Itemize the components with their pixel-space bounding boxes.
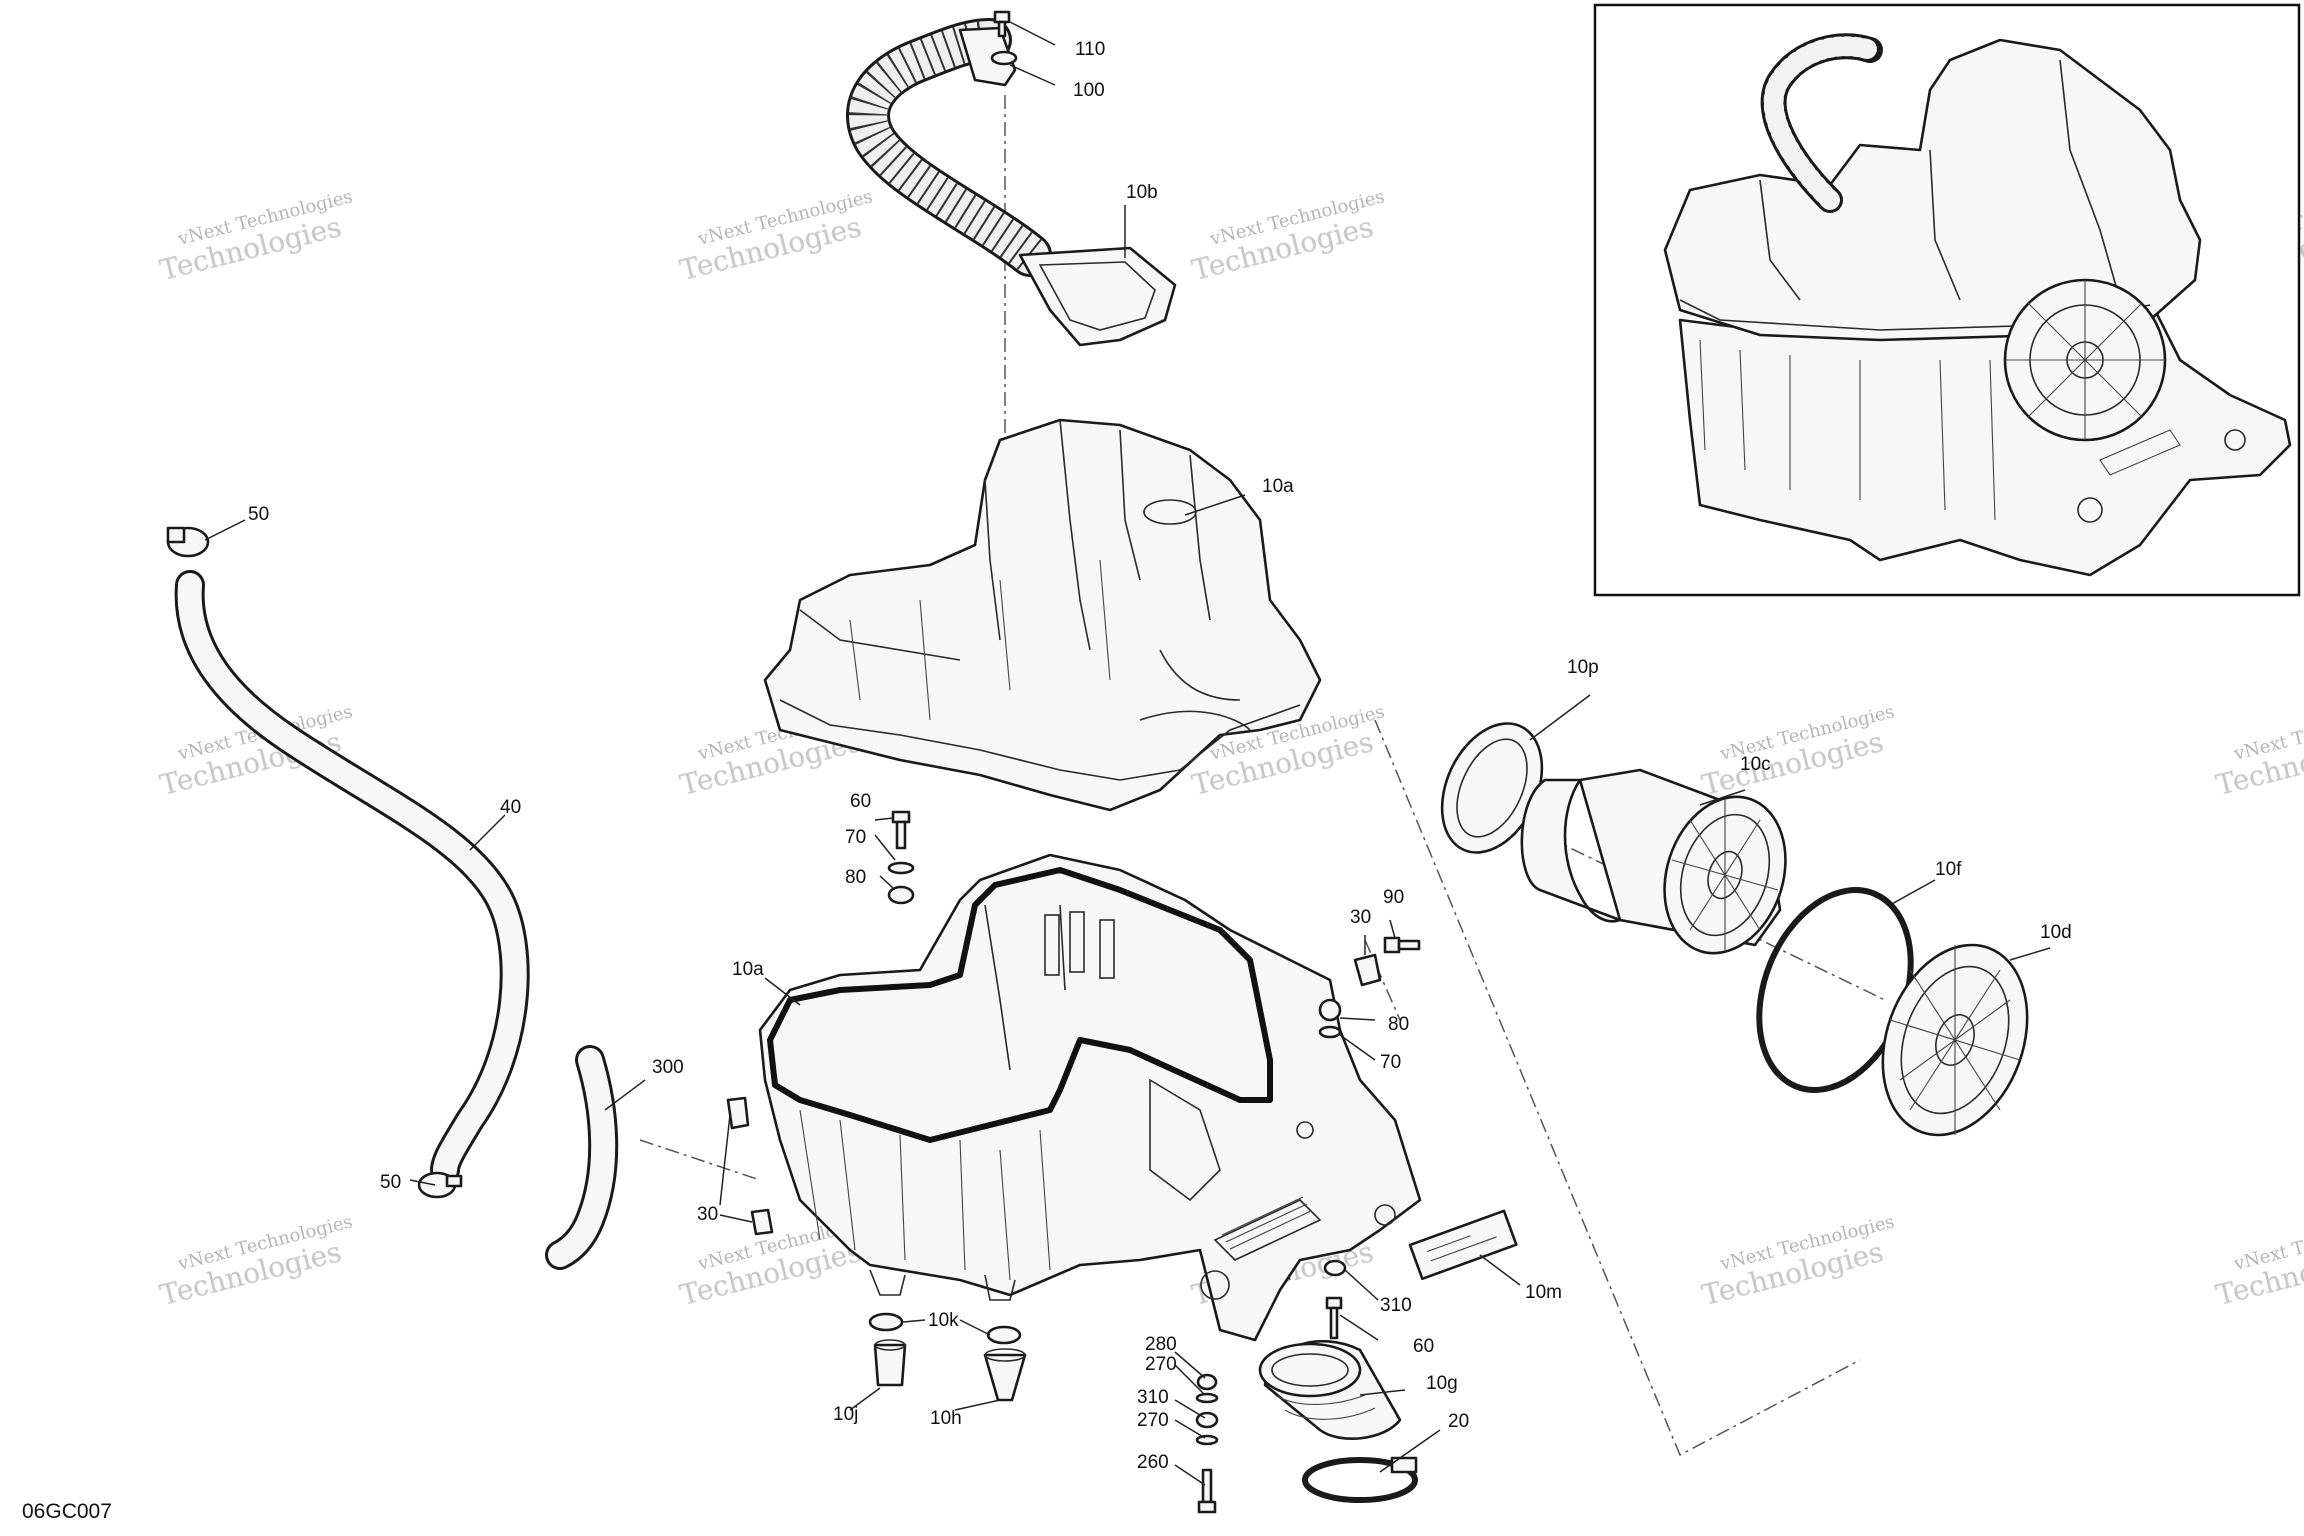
callout-10p: 10p — [1567, 657, 1599, 678]
clamp-10k-left — [868, 1312, 904, 1332]
grommet-310-right — [1323, 1259, 1347, 1277]
drain-valve-10h — [983, 1353, 1027, 1402]
callout-10a-bottom: 10a — [732, 959, 764, 980]
callout-10d: 10d — [2040, 922, 2072, 943]
callout-20: 20 — [1448, 1411, 1469, 1432]
callout-10g: 10g — [1426, 1373, 1458, 1394]
grommet-80-right — [1318, 998, 1342, 1022]
callout-40: 40 — [500, 797, 521, 818]
assembly-axis — [639, 1139, 761, 1181]
watermark: vNext Technologies Technologies — [2212, 1211, 2304, 1312]
screw-60-left — [891, 810, 911, 850]
watermark: vNext Technologies Technologies — [156, 186, 354, 287]
callout-70-right: 70 — [1380, 1052, 1401, 1073]
watermark: vNext Technologies Technologies — [1698, 701, 1896, 802]
callout-270-b: 270 — [1137, 1410, 1169, 1431]
hose-bracket — [958, 26, 1017, 87]
callout-30-right: 30 — [1350, 907, 1371, 928]
callout-270-a: 270 — [1145, 1354, 1177, 1375]
hose-40 — [174, 570, 530, 1185]
housing-gasket — [767, 867, 1273, 1143]
callout-50-top: 50 — [248, 504, 269, 525]
clip-nut-30-left-a — [726, 1096, 750, 1130]
assembled-view-inset — [1593, 3, 2301, 597]
callout-90: 90 — [1383, 887, 1404, 908]
washer-100 — [990, 50, 1018, 66]
clamp-50-top — [166, 526, 210, 558]
callout-80-right: 80 — [1388, 1014, 1409, 1035]
lower-housing-10a — [758, 853, 1422, 1342]
callout-10c: 10c — [1740, 754, 1771, 775]
watermark: vNext Technologies Technologies — [1188, 186, 1386, 287]
grommet-80-left — [887, 885, 915, 905]
seal-10p — [1440, 722, 1544, 854]
watermark: vNext Technologies Technologies — [156, 1211, 354, 1312]
clamp-50-bottom — [417, 1171, 463, 1199]
callout-10f: 10f — [1935, 859, 1962, 880]
callout-280: 280 — [1145, 1334, 1177, 1355]
nut-280 — [1196, 1373, 1218, 1391]
callout-10k: 10k — [928, 1310, 959, 1331]
washer-270-b — [1195, 1434, 1219, 1446]
intake-boot-10g — [1258, 1339, 1402, 1441]
callout-300: 300 — [652, 1057, 684, 1078]
clip-nut-30-right — [1353, 953, 1382, 987]
hose-clamp-20 — [1302, 1456, 1418, 1503]
screw-60-right — [1325, 1296, 1343, 1340]
callout-10h: 10h — [930, 1408, 962, 1429]
assembly-axis — [1374, 719, 1861, 1457]
drawing-code: 06GC007 — [22, 1500, 112, 1523]
callout-10a-top: 10a — [1262, 476, 1294, 497]
clip-nut-30-left-b — [750, 1208, 774, 1236]
end-cover-10d — [1881, 943, 2029, 1137]
washer-70-right — [1318, 1025, 1342, 1039]
callout-70-left: 70 — [845, 827, 866, 848]
leader-lines — [204, 21, 2051, 1486]
callouts: 110 100 10b 10a 50 40 300 50 60 70 80 10… — [248, 39, 2072, 1473]
label-10m — [1408, 1209, 1518, 1281]
callout-260: 260 — [1137, 1452, 1169, 1473]
callout-60-left: 60 — [850, 791, 871, 812]
callout-30-left: 30 — [697, 1204, 718, 1225]
callout-10j: 10j — [833, 1404, 858, 1425]
callout-50-bottom: 50 — [380, 1172, 401, 1193]
bolt-260 — [1197, 1468, 1217, 1514]
watermark: vNext Technologies Technologies — [1698, 1211, 1896, 1312]
callout-310-left: 310 — [1137, 1387, 1169, 1408]
drain-valve-10j — [873, 1343, 907, 1387]
watermark: vNext Technologies Technologies — [2212, 701, 2304, 802]
clamp-10k-right — [986, 1325, 1022, 1345]
callout-310-right: 310 — [1380, 1295, 1412, 1316]
callout-80-left: 80 — [845, 867, 866, 888]
washer-70-left — [887, 861, 915, 875]
filter-element-10c — [1520, 768, 1787, 955]
callout-10b: 10b — [1126, 182, 1158, 203]
callout-110: 110 — [1075, 39, 1105, 60]
bolt-110 — [993, 10, 1011, 38]
washer-270-a — [1195, 1392, 1219, 1404]
callout-100: 100 — [1073, 80, 1105, 101]
watermark: vNext Technologies Technologies — [676, 186, 874, 287]
screw-90 — [1383, 936, 1421, 954]
callout-10m: 10m — [1525, 1282, 1562, 1303]
intake-hose-10b — [846, 18, 1177, 347]
callout-60-right: 60 — [1413, 1336, 1434, 1357]
